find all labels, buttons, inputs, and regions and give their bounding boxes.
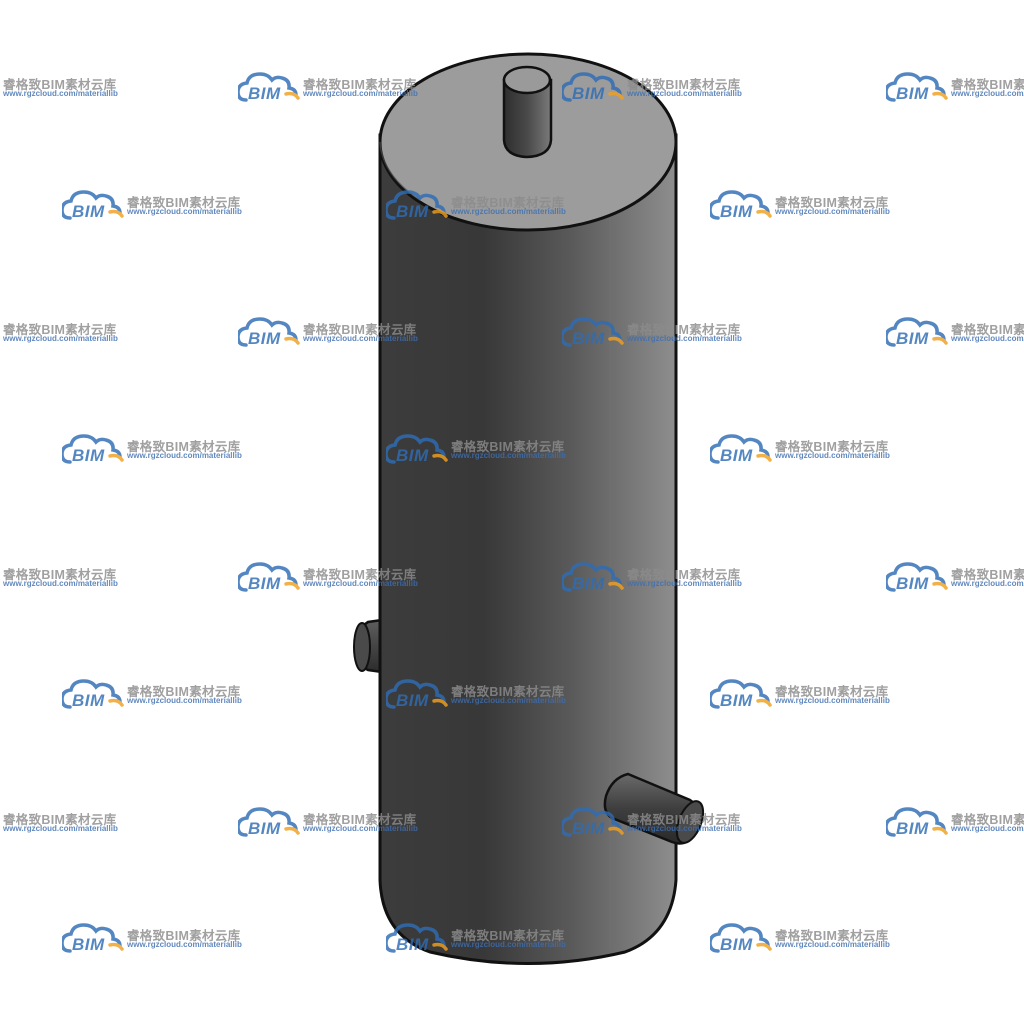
left-nozzle — [353, 618, 384, 674]
bottom-right-nozzle — [603, 772, 705, 845]
top-nozzle — [502, 65, 553, 159]
tank-body — [378, 133, 678, 965]
